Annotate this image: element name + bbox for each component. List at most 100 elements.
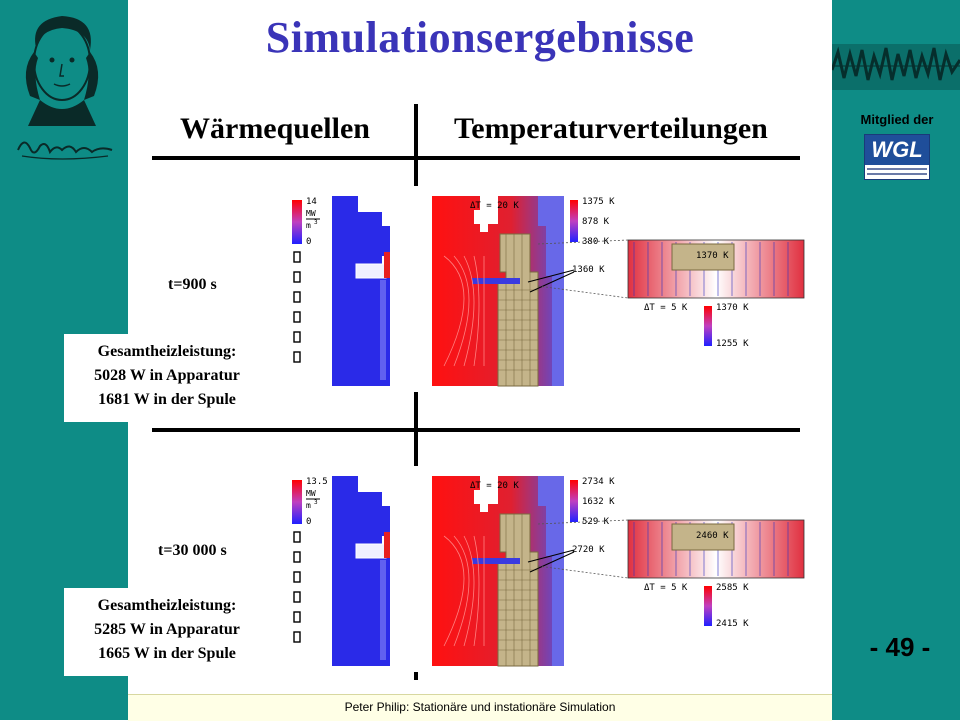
scale-top-label: 2734 K — [582, 477, 615, 487]
divider-top — [152, 156, 800, 160]
column-header-temperature: Temperaturverteilungen — [454, 112, 768, 145]
wgl-logo-line — [867, 173, 927, 175]
scale-top-label: 1375 K — [582, 197, 615, 207]
page-number: - 49 - — [869, 632, 931, 662]
coil-marker — [293, 611, 301, 623]
heating-power-box: Gesamtheizleistung: 5028 W in Apparatur … — [64, 334, 270, 422]
coil-marker — [293, 311, 301, 323]
info-line: 1665 W in der Spule — [98, 645, 236, 662]
zoom-temperature-label: 2460 K — [696, 531, 729, 541]
wgl-logo: WGL — [864, 134, 930, 180]
scale-max-label: 14 — [306, 197, 317, 207]
info-line: 5028 W in Apparatur — [94, 367, 240, 384]
temperature-bar — [472, 558, 520, 564]
coil-marker — [293, 351, 301, 363]
annotation-arrow — [529, 271, 575, 293]
heating-power-box: Gesamtheizleistung: 5285 W in Apparatur … — [64, 588, 270, 676]
scale-max-label: 13.5 — [306, 477, 328, 487]
temperature-annotation: 1360 K — [572, 265, 605, 275]
zoom-crucible — [671, 523, 735, 551]
coil-marker — [293, 331, 301, 343]
contour-line — [443, 255, 465, 367]
heat-source-edge — [380, 560, 386, 660]
temperature-notch — [474, 196, 498, 232]
scale-bottom-label: 2415 K — [716, 619, 749, 629]
contour-line — [463, 255, 475, 367]
temperature-annotation: 2720 K — [572, 545, 605, 555]
annotation-arrow — [529, 551, 575, 573]
scale-mid-label: 878 K — [582, 217, 610, 227]
time-label: t=900 s — [168, 276, 217, 293]
member-label: Mitglied der — [860, 112, 934, 127]
info-title: Gesamtheizleistung: — [97, 343, 237, 360]
contour-line — [443, 535, 465, 647]
zoom-temperature-label: 1370 K — [716, 303, 749, 313]
annotation-arrow — [527, 269, 575, 283]
zoom-crucible — [671, 243, 735, 271]
scale-mid-label: 1632 K — [582, 497, 615, 507]
contour-line — [473, 255, 480, 367]
divider-middle — [152, 428, 800, 432]
heat-source-hot — [384, 532, 390, 558]
delta-t-label: ΔT = 20 K — [470, 481, 519, 491]
time-label: t=30 000 s — [158, 542, 227, 559]
scale-unit-label: m — [306, 221, 311, 230]
zoom-guide — [537, 285, 629, 299]
color-scale-bar — [570, 200, 578, 242]
heat-source-slot — [355, 263, 387, 279]
color-scale-bar — [704, 586, 712, 626]
heat-source-hot — [384, 252, 390, 278]
contour-line — [453, 535, 470, 647]
zoom-guide — [537, 565, 629, 579]
scale-unit-label: m — [306, 501, 311, 510]
scale-min-label: 0 — [306, 517, 311, 527]
coil-marker — [293, 291, 301, 303]
delta-t-label: ΔT = 20 K — [470, 201, 519, 211]
right-sidebar — [830, 0, 960, 720]
temperature-notch — [474, 476, 498, 512]
info-line: 1681 W in der Spule — [98, 391, 236, 408]
scale-bottom-label: 529 K — [582, 517, 610, 527]
heat-source-shape — [332, 476, 390, 666]
heat-source-slot — [355, 543, 387, 559]
temperature-cool-edge — [538, 196, 564, 386]
delta-t-label: ΔT = 5 K — [644, 303, 688, 313]
coil-marker — [293, 631, 301, 643]
contour-line — [453, 255, 470, 367]
coil-marker — [293, 531, 301, 543]
scale-unit-label: MW — [306, 209, 316, 218]
temperature-cool-edge — [538, 476, 564, 666]
column-header-heat-sources: Wärmequellen — [180, 112, 370, 145]
color-scale-bar — [704, 306, 712, 346]
scale-bottom-label: 380 K — [582, 237, 610, 247]
wias-logo — [830, 44, 960, 90]
scale-bottom-label: 1255 K — [716, 339, 749, 349]
zoom-guide — [537, 519, 629, 525]
color-scale-bar — [292, 480, 302, 524]
wgl-logo-line — [867, 168, 927, 170]
coil-marker — [293, 551, 301, 563]
coil-marker — [293, 251, 301, 263]
info-line: 5285 W in Apparatur — [94, 621, 240, 638]
heat-source-edge — [380, 280, 386, 380]
heat-source-shape — [332, 196, 390, 386]
portrait-signature-logo — [17, 16, 113, 160]
info-title: Gesamtheizleistung: — [97, 597, 237, 614]
zoom-temperature-label: 2585 K — [716, 583, 749, 593]
annotation-arrow — [527, 549, 575, 563]
coil-marker — [293, 271, 301, 283]
coil-marker — [293, 591, 301, 603]
zoom-temperature-label: 1370 K — [696, 251, 729, 261]
footer: Peter Philip: Stationäre und instationär… — [128, 694, 832, 721]
coil-marker — [293, 571, 301, 583]
contour-line — [473, 535, 480, 647]
color-scale-bar — [292, 200, 302, 244]
scale-min-label: 0 — [306, 237, 311, 247]
scale-unit-exponent: 3 — [314, 219, 318, 226]
divider-vertical — [414, 104, 418, 680]
wgl-logo-text: WGL — [865, 135, 929, 165]
slide-title: Simulationsergebnisse — [265, 13, 695, 62]
zoom-guide — [537, 239, 629, 245]
